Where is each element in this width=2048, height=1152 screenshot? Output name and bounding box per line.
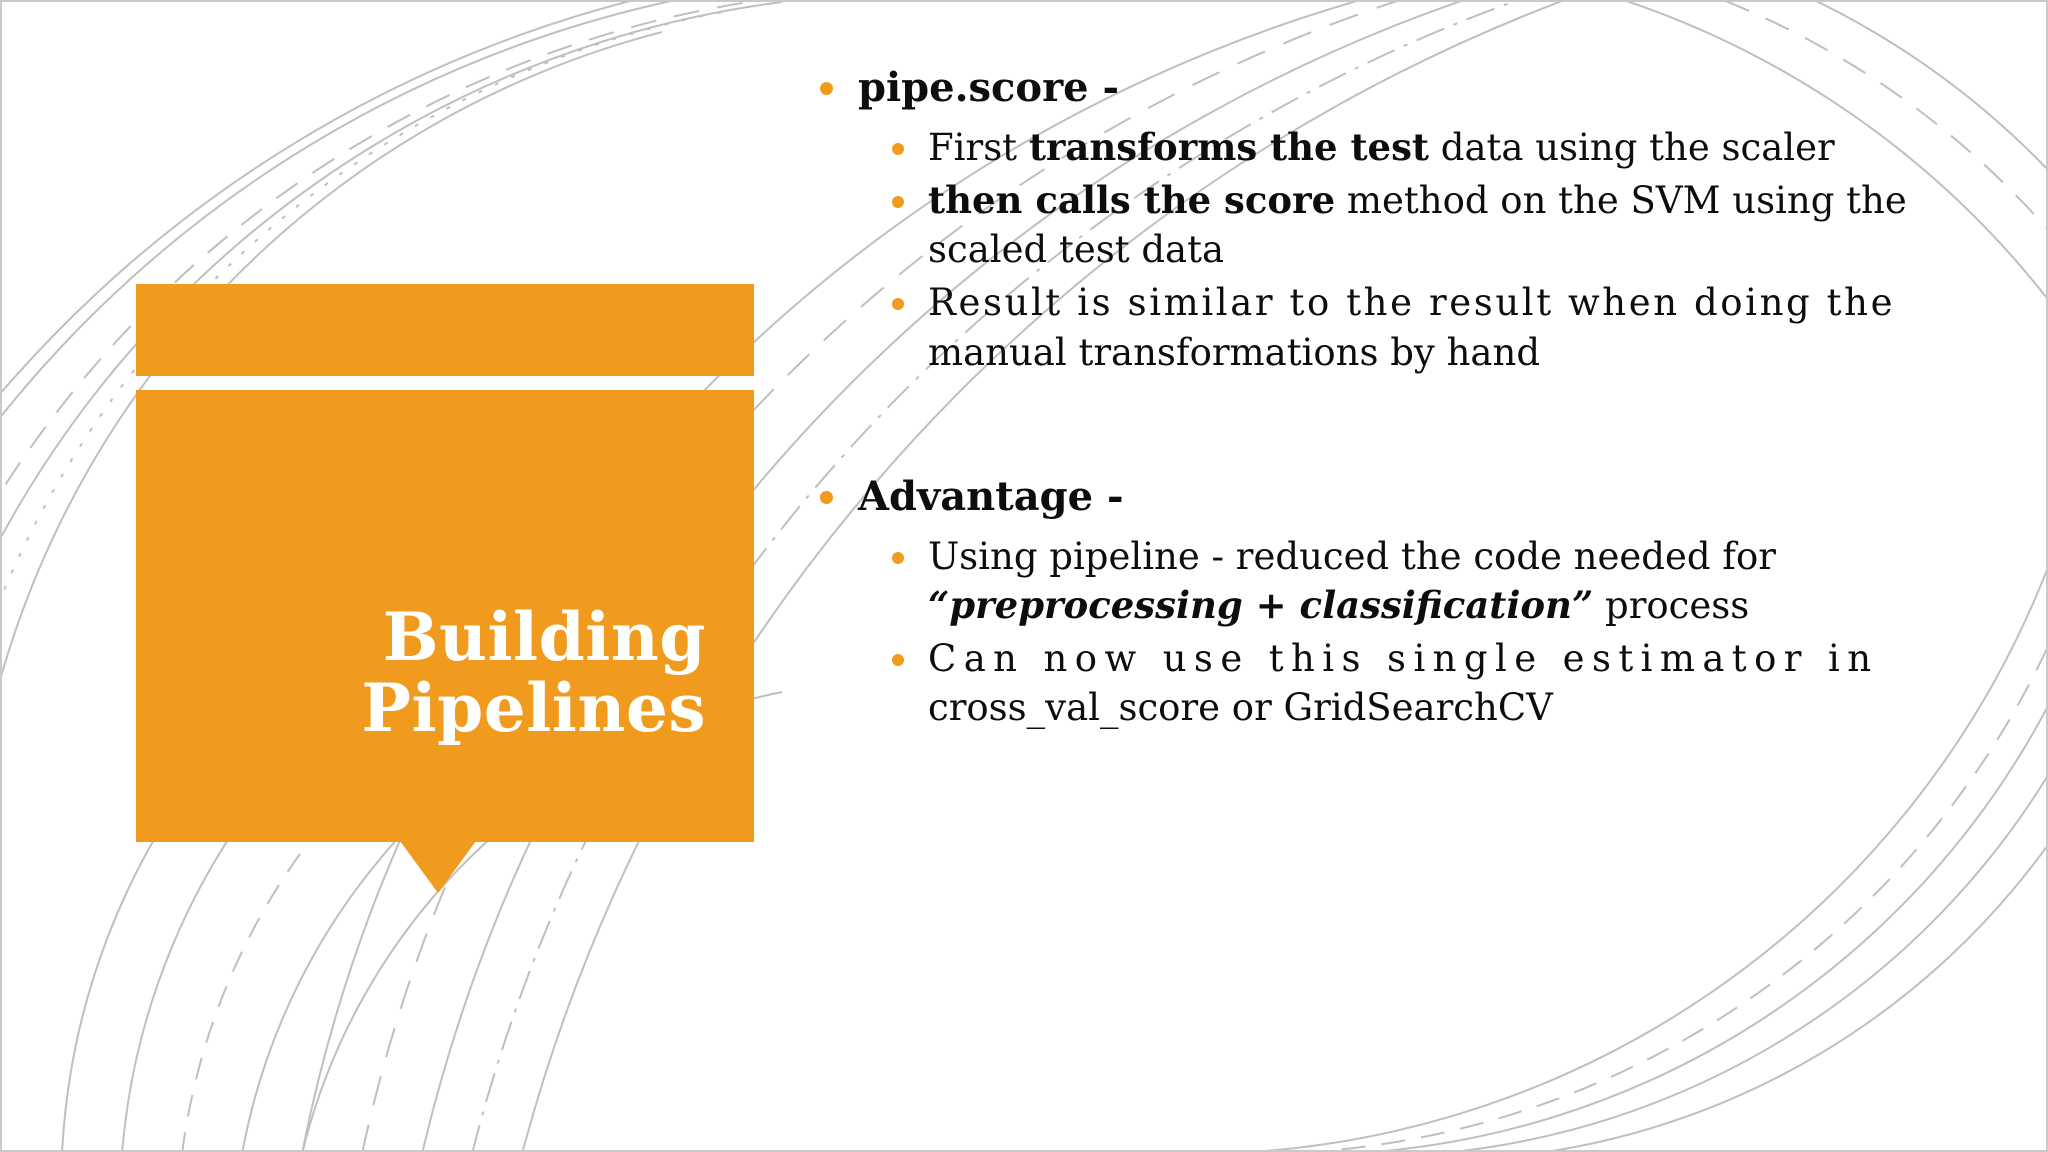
content-body: pipe.score - First transforms the test d… <box>814 64 1956 736</box>
orange-dot-bullet-icon <box>892 654 904 667</box>
orange-dot-bullet-icon <box>892 196 904 208</box>
orange-dot-bullet-icon <box>820 82 833 95</box>
title-speech-bubble: Building Pipelines <box>136 284 754 893</box>
list-item-text-part: data using the scaler <box>1429 125 1835 169</box>
list-item-text-emphasis: “preprocessing + classification” <box>928 582 1594 627</box>
list-item: Result is similar to the result when doi… <box>814 278 1956 376</box>
list-item-text-part: the scaled test data <box>928 179 1907 272</box>
bubble-tail-icon <box>400 841 476 893</box>
list-item-text-part: Using pipeline - reduced the code needed… <box>928 534 1776 578</box>
orange-dot-bullet-icon <box>892 551 904 564</box>
bullet-heading-advantage: Advantage - <box>814 473 1956 522</box>
page-title-line-2: Pipelines <box>361 669 706 748</box>
bullet-list-level-1: pipe.score - First transforms the test d… <box>814 64 1956 732</box>
bubble-top-band <box>136 284 754 376</box>
list-item-text-part: manual transformations by hand <box>928 330 1540 374</box>
bullet-list-level-2-advantage: Using pipeline - reduced the code needed… <box>814 532 1956 733</box>
page-title-line-1: Building <box>382 598 706 676</box>
list-item-text-part: method on the SVM using <box>1335 179 1835 222</box>
orange-dot-bullet-icon <box>820 490 833 504</box>
list-item-text-part: Result is similar to the result when doi… <box>928 281 1896 325</box>
list-item-text-emphasis: transforms the test <box>1028 124 1430 169</box>
list-item-text-emphasis: then calls the score <box>928 178 1336 222</box>
list-item: Can now use this single estimator in cro… <box>814 634 1956 732</box>
bubble-body: Building Pipelines <box>136 390 754 842</box>
list-item: First transforms the test data using the… <box>814 123 1956 172</box>
list-item: then calls the score method on the SVM u… <box>814 176 1956 274</box>
bullet-list-level-2-pipe-score: First transforms the test data using the… <box>814 123 1956 377</box>
list-item-text-part: cross_val_score or GridSearchCV <box>928 686 1553 730</box>
bullet-heading-text: pipe.score - <box>858 64 1120 111</box>
bullet-heading-pipe-score: pipe.score - <box>814 64 1956 113</box>
orange-dot-bullet-icon <box>892 298 904 311</box>
list-item-text-part: First <box>928 125 1029 169</box>
list-item-text-part: Can now use this single estimator in <box>928 637 1879 681</box>
list-item-text-part: process <box>1593 583 1750 627</box>
page-title: Building Pipelines <box>136 598 706 748</box>
list-item: Using pipeline - reduced the code needed… <box>814 532 1956 630</box>
section-spacer <box>814 381 1956 473</box>
orange-dot-bullet-icon <box>892 142 904 155</box>
bullet-heading-text: Advantage - <box>858 472 1124 520</box>
